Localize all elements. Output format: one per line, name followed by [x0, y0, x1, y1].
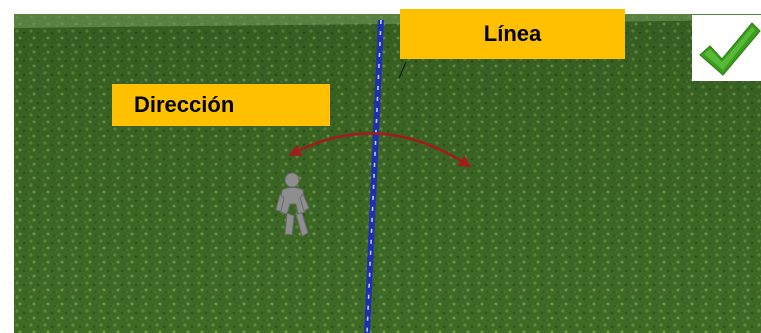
line-label: Línea [400, 9, 625, 59]
check-icon [699, 22, 761, 76]
pointer-line [398, 61, 407, 79]
double-arrow-arc-icon [288, 132, 472, 168]
line-pole [364, 19, 384, 333]
grass-scene [14, 14, 761, 333]
check-badge [692, 15, 761, 81]
walking-figure-icon [275, 172, 310, 237]
scene-illustration [14, 14, 761, 333]
direction-label: Dirección [112, 84, 330, 126]
